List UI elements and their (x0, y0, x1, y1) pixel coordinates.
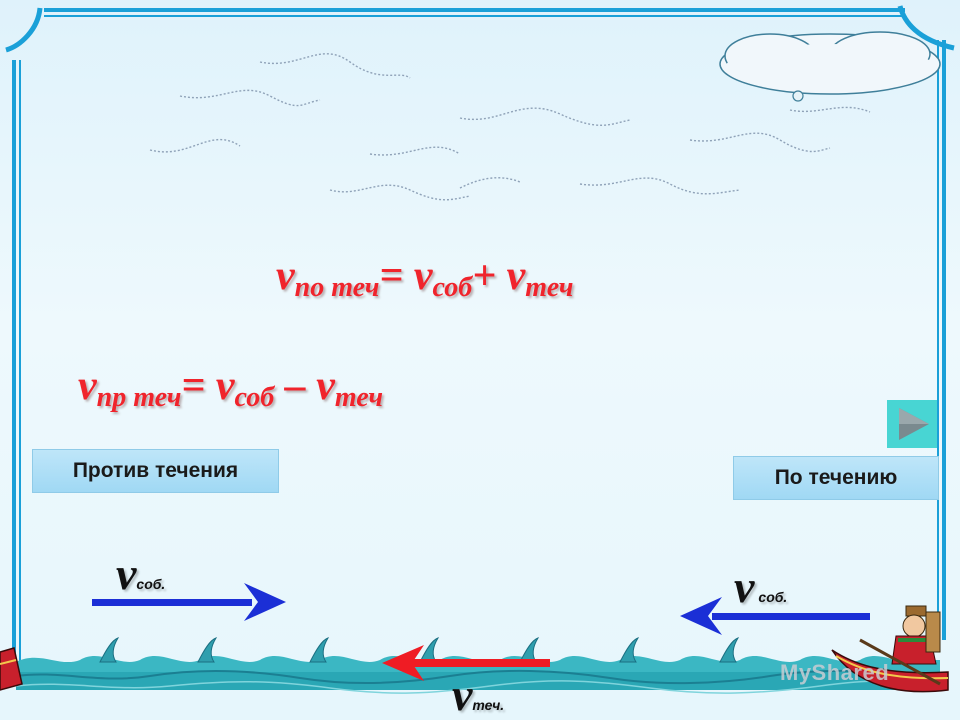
slide-frame (5, 5, 955, 680)
velocity-subscript: соб. (758, 589, 788, 605)
formula-downstream: vпо теч= vсоб+ vтеч (276, 252, 574, 303)
formula-v: v (413, 253, 433, 299)
formula-sub: по теч (294, 272, 380, 303)
formula-minus: – (274, 363, 317, 409)
velocity-current: vтеч. (452, 668, 504, 720)
red-current-arrow (382, 645, 550, 681)
formula-sub: теч (334, 382, 384, 413)
velocity-subscript: теч. (472, 697, 505, 713)
velocity-symbol: v (452, 669, 473, 720)
formula-upstream: vпр теч= vсоб – vтеч (78, 362, 384, 413)
next-slide-button[interactable] (887, 400, 937, 448)
formula-v: v (506, 253, 526, 299)
play-triangle-icon (899, 408, 929, 440)
velocity-symbol: v (116, 548, 137, 599)
watermark: MyShared (780, 660, 890, 685)
formula-sub: соб (432, 272, 473, 303)
formula-v: v (276, 253, 295, 299)
cloud-icon (719, 31, 941, 102)
boat-icon (0, 647, 23, 691)
formula-sub: теч (525, 272, 574, 303)
velocity-symbol: v (734, 561, 755, 612)
formula-v: v (215, 363, 235, 409)
wind-lines (149, 53, 871, 201)
with-current-label: По течению (733, 456, 939, 500)
boat-icon (831, 605, 949, 693)
velocity-subscript: соб. (136, 576, 166, 592)
formula-sub: пр теч (96, 382, 182, 413)
blue-arrow-right (92, 583, 286, 621)
formula-equals: = (181, 363, 216, 409)
velocity-own-left: vсоб. (116, 547, 165, 600)
formula-v: v (78, 363, 97, 409)
formula-v: v (316, 363, 335, 409)
formula-plus: + (472, 253, 507, 299)
blue-arrow-left (680, 597, 870, 635)
formula-sub: соб (234, 382, 275, 413)
against-current-label: Против течения (32, 449, 279, 493)
formula-equals: = (379, 253, 414, 299)
